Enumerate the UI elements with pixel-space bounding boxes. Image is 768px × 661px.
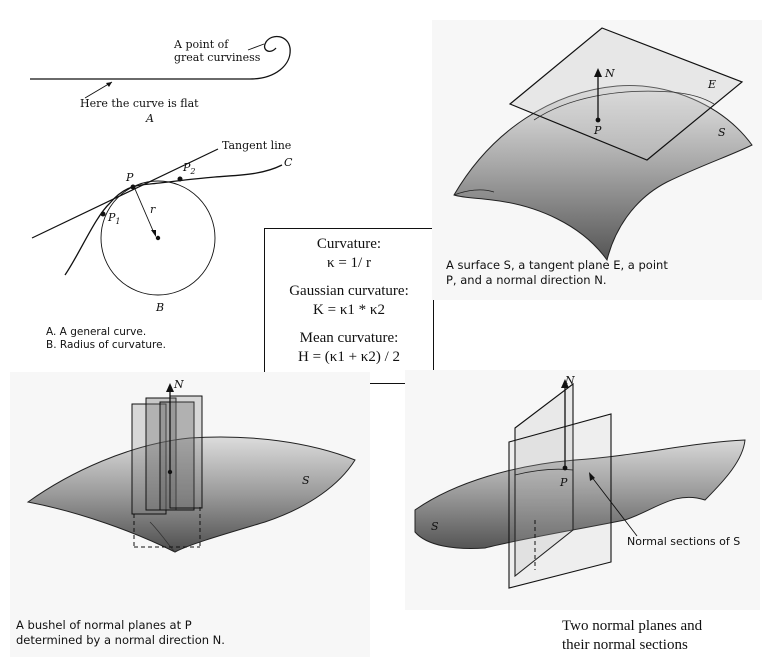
label-s: S (431, 520, 439, 533)
label-b: B (156, 301, 165, 314)
label-p: P (126, 171, 134, 184)
label-n: N (174, 378, 184, 391)
label-e: E (708, 78, 717, 91)
curve-b-drawing (31, 148, 283, 296)
panel-bushel-normal-planes: N S A bushel of normal planes at P deter… (10, 372, 370, 657)
mean-curvature-title: Mean curvature: (299, 330, 399, 346)
label-a: A (146, 112, 154, 125)
curvature-equation: κ = 1/ r (327, 255, 371, 271)
label-great-curviness: A point of great curviness (174, 38, 261, 64)
caption-general-curve: A. A general curve. B. Radius of curvatu… (46, 326, 166, 351)
label-r: r (150, 203, 156, 216)
label-s: S (718, 126, 726, 139)
curvature-title: Curvature: (316, 236, 382, 252)
caption-bushel: A bushel of normal planes at P determine… (16, 618, 225, 647)
caption-normal-sections: Two normal planes and their normal secti… (562, 618, 703, 653)
panel-normal-sections: N P S Normal sections of S (405, 370, 760, 610)
tangent-plane-drawing (453, 27, 753, 262)
label-s: S (302, 474, 310, 487)
label-p1: P1 (108, 211, 121, 227)
label-curve-flat: Here the curve is flat (80, 97, 199, 110)
label-n: N (565, 374, 575, 387)
label-n: N (605, 67, 615, 80)
gaussian-curvature-title: Gaussian curvature: (289, 283, 409, 299)
gaussian-curvature-equation: K = κ1 * κ2 (313, 302, 385, 318)
bushel-drawing (26, 383, 356, 553)
label-tangent-line: Tangent line (222, 139, 292, 152)
label-c: C (284, 156, 293, 169)
normal-sections-drawing (414, 379, 746, 589)
label-p: P (594, 124, 602, 137)
panel-curve-flatness: A point of great curviness Here the curv… (0, 0, 300, 130)
mean-curvature-equation: H = (κ1 + κ2) / 2 (297, 349, 401, 365)
label-p2: P2 (183, 161, 196, 177)
caption-tangent-plane: A surface S, a tangent plane E, a point … (446, 258, 668, 287)
panel-tangent-plane: N E P S A surface S, a tangent plane E, … (432, 20, 762, 300)
curvature-formula-box: Curvature: κ = 1/ r Gaussian curvature: … (264, 228, 434, 384)
panel-radius-of-curvature: Tangent line P P1 P2 C r B A. A general … (0, 135, 300, 365)
curve-a-drawing (30, 35, 291, 99)
label-normal-sections: Normal sections of S (627, 535, 741, 548)
label-p: P (560, 476, 568, 489)
